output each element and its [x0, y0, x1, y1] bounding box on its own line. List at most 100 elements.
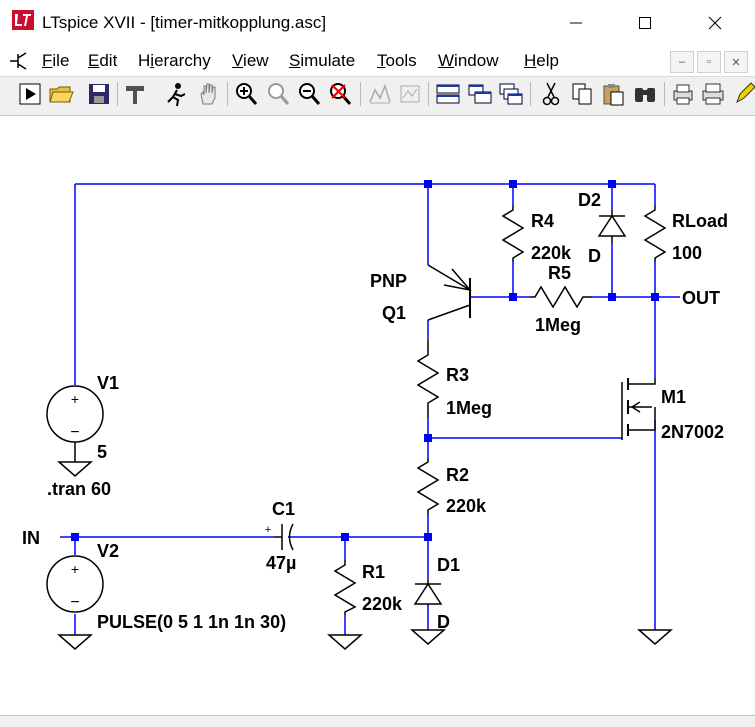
diode-d1-body — [413, 582, 443, 605]
q1-emitter-lead — [427, 264, 471, 291]
menu-edit[interactable]: Edit — [88, 51, 118, 70]
r5-name: R5 — [548, 263, 571, 283]
source-signs: + − + − + — [70, 391, 271, 611]
minimize-icon — [570, 22, 582, 24]
c1-name: C1 — [272, 499, 295, 519]
v1-value: 5 — [97, 442, 107, 462]
m1-source-lead — [628, 420, 656, 431]
d2-name: D2 — [578, 190, 601, 210]
control-panel-icon[interactable] — [122, 80, 148, 108]
ltspice-logo-icon — [12, 10, 34, 30]
autorange-icon[interactable] — [367, 80, 393, 108]
mdi-close-button[interactable]: ✕ — [724, 51, 748, 73]
svg-text:+: + — [265, 524, 271, 536]
rload-name: RLoad — [672, 211, 728, 231]
resistor-r4 — [501, 205, 525, 262]
close-icon — [708, 16, 722, 30]
open-icon[interactable] — [48, 80, 74, 108]
r4-name: R4 — [531, 211, 554, 231]
menu-hierarchy[interactable]: Hierarchy — [138, 51, 211, 70]
find-icon[interactable] — [632, 80, 658, 108]
svg-text:+: + — [71, 391, 79, 407]
d1-name: D1 — [437, 555, 460, 575]
view-icon[interactable] — [397, 80, 423, 108]
run-man-icon[interactable] — [163, 80, 189, 108]
title-bar: LTspice XVII - [timer-mitkopplung.asc] — [0, 0, 755, 46]
minimize-window-button[interactable] — [553, 4, 599, 42]
tran-directive: .tran 60 — [47, 479, 111, 499]
paste-icon[interactable] — [600, 80, 626, 108]
resistor-r5 — [530, 285, 592, 309]
copy-icon[interactable] — [569, 80, 595, 108]
print-setup-icon[interactable] — [670, 80, 696, 108]
components — [46, 205, 673, 650]
zoom-cancel-icon[interactable] — [327, 80, 353, 108]
v1-name: V1 — [97, 373, 119, 393]
schematic-doc-icon — [10, 52, 27, 70]
menu-bar — [0, 46, 755, 76]
m1-arrow — [630, 401, 641, 413]
cascade-icon[interactable] — [498, 80, 524, 108]
menu-tools[interactable]: Tools — [377, 51, 417, 70]
menu-simulate[interactable]: Simulate — [289, 51, 356, 70]
q1-emitter-arrow — [443, 268, 472, 292]
v2-circle — [46, 555, 104, 613]
tile-vertical-icon[interactable] — [467, 80, 493, 108]
toolbar-separator — [530, 82, 531, 106]
svg-text:−: − — [70, 424, 79, 441]
ground-r1 — [327, 634, 363, 650]
menu-help[interactable]: Help — [524, 51, 559, 70]
ground-v2 — [57, 634, 93, 650]
tile-horizontal-icon[interactable] — [435, 80, 461, 108]
zoom-in-icon[interactable] — [233, 80, 259, 108]
toolbar-separator — [360, 82, 361, 106]
r3-name: R3 — [446, 365, 469, 385]
menu-file[interactable]: File — [42, 51, 70, 70]
v2-name: V2 — [97, 541, 119, 561]
ground-d1 — [410, 629, 446, 645]
svg-text:+: + — [71, 561, 79, 577]
zoom-out-icon[interactable] — [296, 80, 322, 108]
pan-hand-icon[interactable] — [195, 80, 221, 108]
m1-value: 2N7002 — [661, 422, 724, 442]
c1-plate-left — [275, 524, 283, 550]
mdi-restore-button[interactable]: ▫ — [697, 51, 721, 73]
close-window-button[interactable] — [692, 4, 738, 42]
v2-value: PULSE(0 5 1 1n 1n 30) — [97, 612, 286, 632]
r3-value: 1Meg — [446, 398, 492, 418]
toolbar-separator — [664, 82, 665, 106]
out-label: OUT — [682, 288, 720, 308]
q1-name: Q1 — [382, 303, 406, 323]
print-icon[interactable] — [700, 80, 726, 108]
junctions — [71, 180, 659, 541]
menu-view[interactable]: View — [232, 51, 269, 70]
m1-name: M1 — [661, 387, 686, 407]
menu-window[interactable]: Window — [438, 51, 499, 70]
q1-collector-lead — [427, 304, 471, 321]
toolbar-separator — [227, 82, 228, 106]
window-title: LTspice XVII - [timer-mitkopplung.asc] — [42, 13, 327, 32]
d1-value: D — [437, 612, 450, 632]
ground-v1 — [57, 461, 93, 477]
maximize-window-button[interactable] — [622, 4, 668, 42]
m1-drain-lead — [628, 378, 656, 385]
save-icon[interactable] — [86, 80, 112, 108]
schematic-canvas[interactable]: + − + − + R4 220k D2 D RLoad 100 PNP Q1 … — [0, 115, 755, 715]
pencil-icon[interactable] — [731, 80, 755, 108]
mdi-minimize-button[interactable]: – — [670, 51, 694, 73]
resistor-r3 — [416, 340, 440, 418]
svg-text:−: − — [70, 594, 79, 611]
cut-icon[interactable] — [538, 80, 564, 108]
zoom-area-icon[interactable] — [265, 80, 291, 108]
r1-name: R1 — [362, 562, 385, 582]
resistor-rload — [643, 205, 667, 262]
r2-value: 220k — [446, 496, 487, 516]
r4-value: 220k — [531, 243, 572, 263]
in-label: IN — [22, 528, 40, 548]
run-icon[interactable] — [17, 80, 43, 108]
toolbar-separator — [117, 82, 118, 106]
status-bar — [0, 715, 755, 727]
resistor-r2 — [416, 458, 440, 515]
ground-m1 — [637, 629, 673, 645]
r1-value: 220k — [362, 594, 403, 614]
